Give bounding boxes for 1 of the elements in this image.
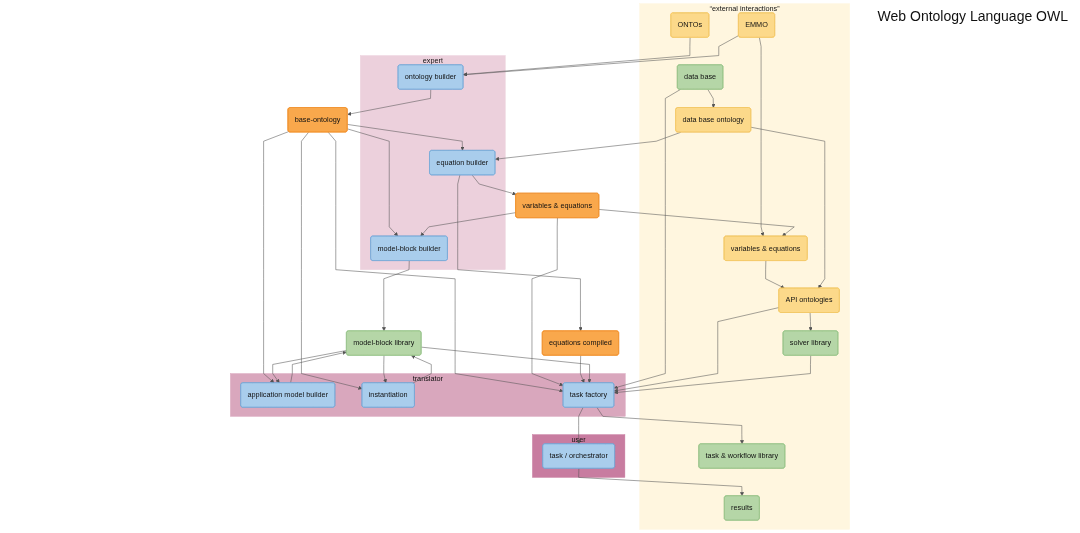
note-text: Web Ontology Language OWL xyxy=(877,8,1068,24)
